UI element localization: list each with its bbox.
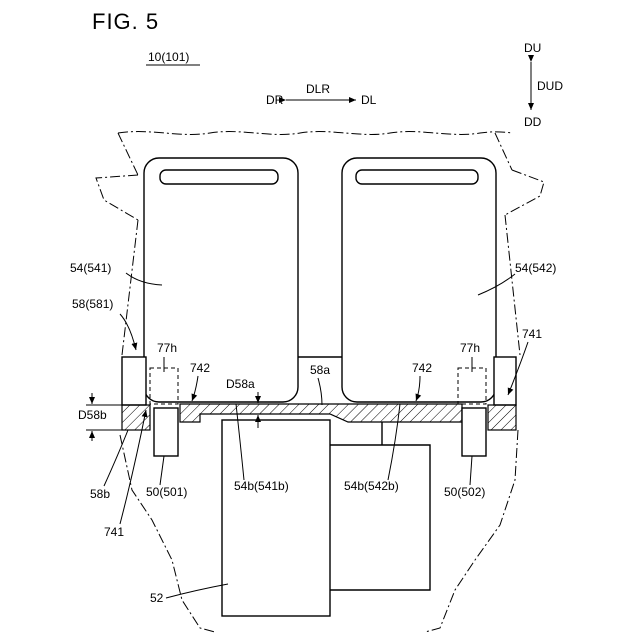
label-50-502: 50(502) — [444, 485, 485, 499]
label-54-542: 54(542) — [515, 261, 556, 275]
battery-542-handle — [356, 170, 478, 184]
leader-58-581 — [120, 314, 136, 350]
leader-50-501 — [160, 456, 164, 485]
bay-bottom-58b-left — [122, 405, 150, 430]
figure-title: FIG. 5 — [92, 9, 159, 34]
label-77h-right: 77h — [460, 341, 480, 355]
bay-bottom-58b-right — [488, 405, 516, 430]
direction-dl: DL — [361, 93, 377, 107]
leader-58b — [104, 430, 128, 486]
label-58b: 58b — [90, 487, 110, 501]
label-741-right: 741 — [522, 327, 542, 341]
battery-541 — [144, 158, 298, 402]
label-d58a: D58a — [226, 377, 255, 391]
label-54b-541b: 54b(541b) — [234, 479, 289, 493]
vehicle-body-left-outline — [96, 133, 138, 355]
label-77h-left: 77h — [157, 341, 177, 355]
label-54-541: 54(541) — [70, 261, 111, 275]
vehicle-body-right-outline — [495, 133, 544, 355]
label-58-581: 58(581) — [72, 297, 113, 311]
direction-dr: DR — [266, 93, 284, 107]
label-50-501: 50(501) — [146, 485, 187, 499]
direction-dd: DD — [524, 115, 542, 129]
label-58a: 58a — [310, 363, 330, 377]
direction-dlr: DLR — [306, 82, 330, 96]
bay-bottom-plate-58a — [180, 404, 462, 422]
direction-dud: DUD — [537, 79, 563, 93]
label-742-right: 742 — [412, 361, 432, 375]
label-d58b: D58b — [78, 408, 107, 422]
leader-50-502 — [470, 456, 472, 485]
pin-502 — [462, 408, 486, 456]
reference-10-101: 10(101) — [148, 50, 189, 64]
leader-52 — [166, 584, 228, 598]
label-741-left: 741 — [104, 525, 124, 539]
leader-58a — [318, 378, 322, 405]
vehicle-body-top-outline — [118, 132, 512, 135]
bay-side-wall-left — [122, 357, 146, 405]
battery-541-handle — [160, 170, 278, 184]
label-742-left: 742 — [190, 361, 210, 375]
pin-501 — [154, 408, 178, 456]
bay-side-wall-right — [494, 357, 516, 405]
direction-du: DU — [524, 41, 541, 55]
label-54b-542b: 54b(542b) — [344, 479, 399, 493]
box-52 — [222, 420, 330, 616]
label-52: 52 — [150, 591, 164, 605]
box-52-rear — [330, 445, 430, 590]
